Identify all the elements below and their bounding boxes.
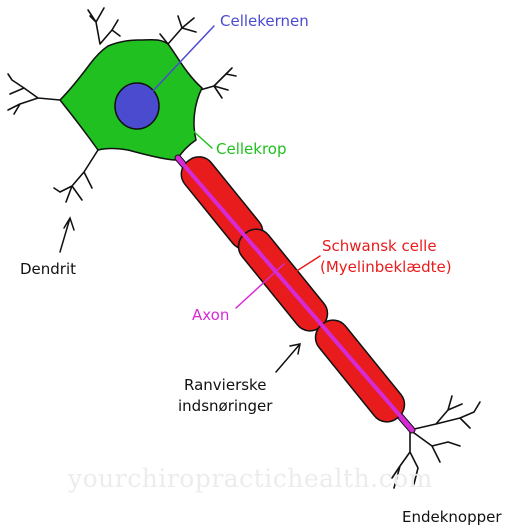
dendrite-label: Dendrit <box>20 260 77 278</box>
axon-label: Axon <box>192 306 230 324</box>
terminals-label: Endeknopper <box>402 508 502 526</box>
ranvier-label-line2: indsnøringer <box>178 397 273 415</box>
nucleus <box>114 82 160 130</box>
schwann-label-line2: (Myelinbeklædte) <box>320 258 452 276</box>
ranvier-label-line1: Ranvierske <box>184 376 267 394</box>
dendrite-branches <box>7 7 481 489</box>
watermark: yourchiropractichealth.com <box>68 464 433 493</box>
nucleus-label: Cellekernen <box>220 12 309 30</box>
schwann-label-line1: Schwansk celle <box>322 237 437 255</box>
cell-body-label: Cellekrop <box>216 140 287 158</box>
label-pointers <box>149 25 321 309</box>
arrows <box>59 216 301 373</box>
